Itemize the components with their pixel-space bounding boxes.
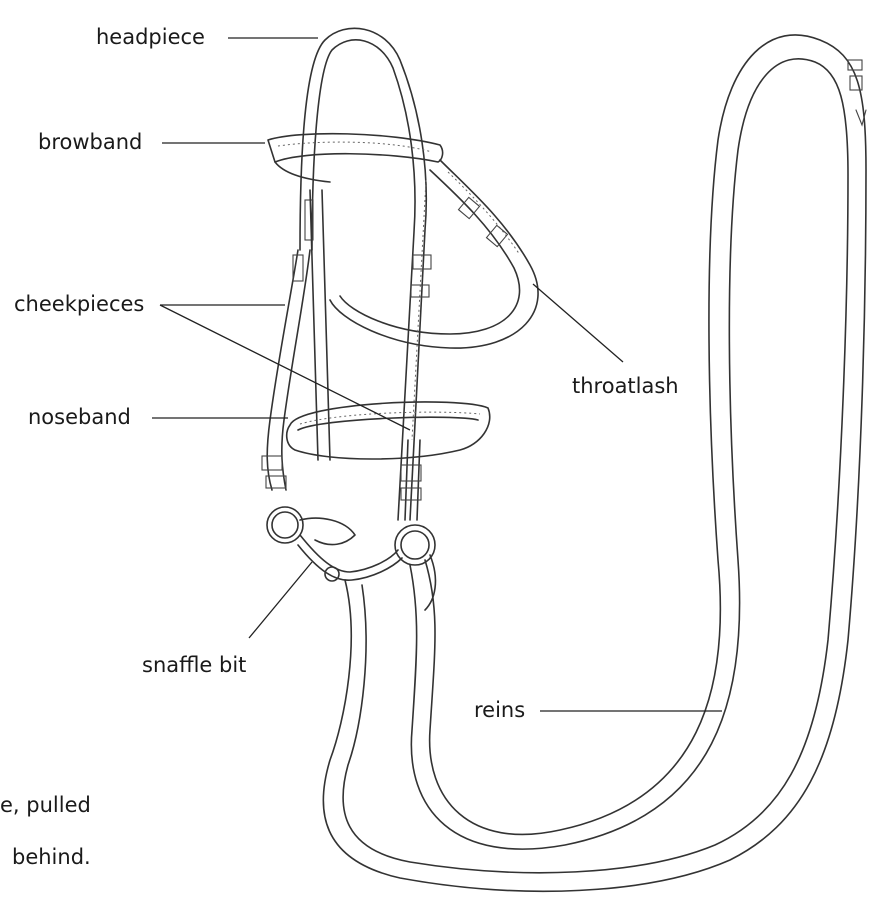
headpiece-label: headpiece	[96, 27, 205, 48]
reins-label: reins	[474, 700, 525, 721]
browband-drawing	[268, 134, 443, 182]
throatlash-label: throatlash	[572, 376, 679, 397]
throatlash-drawing	[330, 160, 538, 348]
browband-label: browband	[38, 132, 142, 153]
snaffle-bit-leader	[249, 562, 312, 638]
throatlash-leader	[533, 284, 623, 362]
left-cheekpiece-drawing	[267, 190, 330, 490]
snaffle-bit-label: snaffle bit	[142, 655, 246, 676]
caption-fragment-1: e, pulled	[0, 795, 91, 816]
right-cheekpiece-drawing	[401, 180, 431, 520]
reins-drawing	[323, 35, 866, 891]
snaffle-bit-drawing	[267, 507, 435, 610]
left-buckles-drawing	[262, 456, 286, 488]
cheekpieces-label: cheekpieces	[14, 294, 144, 315]
caption-fragment-2: behind.	[12, 847, 91, 868]
noseband-label: noseband	[28, 407, 131, 428]
